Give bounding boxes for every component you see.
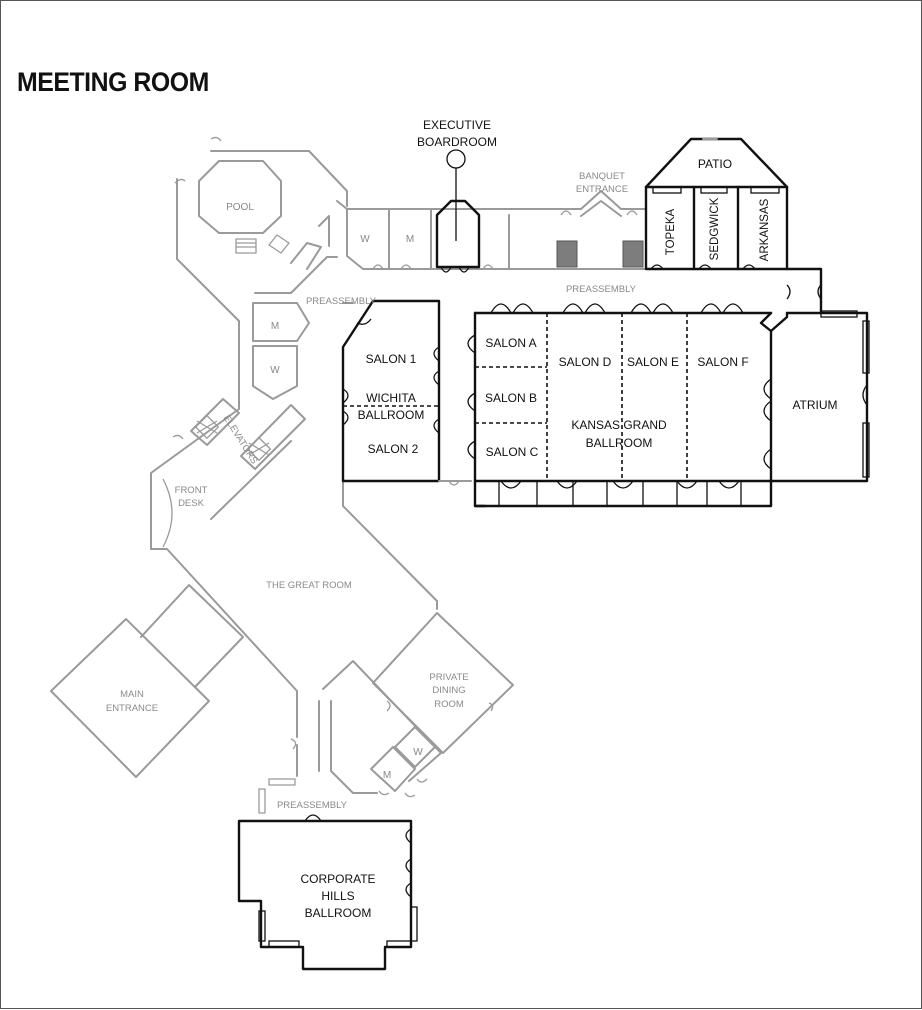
label-main-entrance-2: ENTRANCE (106, 703, 158, 714)
label-wichita-2: BALLROOM (358, 408, 425, 422)
wichita-ballroom-room (341, 299, 472, 486)
corporate-hills-ballroom-room (237, 814, 418, 971)
label-banquet-entrance-1: BANQUET (579, 171, 625, 182)
atrium-room (769, 267, 870, 483)
label-wichita-1: WICHITA (366, 391, 416, 405)
label-corporate-hills-2: HILLS (321, 889, 354, 903)
label-sedgwick: SEDGWICK (709, 197, 721, 260)
label-preassembly-north: PREASSEMBLY (566, 284, 637, 295)
patio-wing (644, 137, 789, 271)
label-restroom-m-west: M (271, 321, 279, 332)
label-great-room: THE GREAT ROOM (266, 580, 352, 591)
label-restroom-w-south: W (413, 747, 423, 758)
label-arkansas: ARKANSAS (759, 198, 771, 261)
label-restroom-w-west: W (270, 365, 280, 376)
label-corporate-hills-3: BALLROOM (305, 906, 372, 920)
label-front-desk-1: FRONT (175, 485, 208, 496)
label-pool: POOL (226, 202, 254, 213)
kansas-grand-ballroom-room (467, 303, 773, 508)
great-room-area (50, 478, 438, 778)
label-private-dining-2: DINING (432, 685, 465, 696)
north-corridor (336, 190, 647, 270)
label-elevators: ELEVATORS (221, 413, 260, 466)
label-salon-d: SALON D (559, 355, 612, 369)
pool-wing (150, 136, 348, 550)
elevator-bank (162, 398, 306, 548)
executive-boardroom-room (435, 149, 481, 273)
label-salon-2: SALON 2 (368, 442, 419, 456)
label-main-entrance-1: MAIN (120, 689, 144, 700)
label-preassembly-west: PREASSEMBLY (306, 296, 377, 307)
label-kansas-grand-2: BALLROOM (586, 436, 653, 450)
label-salon-a: SALON A (485, 336, 536, 350)
label-private-dining-3: ROOM (434, 699, 464, 710)
label-salon-e: SALON E (627, 355, 679, 369)
label-salon-f: SALON F (697, 355, 748, 369)
west-restrooms (252, 302, 354, 400)
page-title: MEETING ROOM (17, 67, 209, 97)
label-preassembly-south: PREASSEMBLY (277, 800, 348, 811)
label-salon-1: SALON 1 (366, 352, 417, 366)
label-banquet-entrance-2: ENTRANCE (576, 184, 628, 195)
label-executive-boardroom-2: BOARDROOM (417, 135, 497, 149)
label-salon-b: SALON B (485, 391, 537, 405)
label-salon-c: SALON C (486, 445, 539, 459)
label-atrium: ATRIUM (792, 398, 837, 412)
label-restroom-w-north: W (360, 234, 370, 245)
label-restroom-m-north: M (406, 234, 414, 245)
label-topeka: TOPEKA (665, 208, 677, 255)
label-private-dining-1: PRIVATE (429, 672, 468, 683)
label-corporate-hills-1: CORPORATE (300, 872, 375, 886)
label-front-desk-2: DESK (178, 498, 205, 509)
label-executive-boardroom-1: EXECUTIVE (423, 118, 491, 132)
private-dining-area (238, 612, 514, 822)
room-labels: EXECUTIVE BOARDROOM PATIO TOPEKA SEDGWIC… (300, 118, 837, 920)
label-kansas-grand-1: KANSAS GRAND (571, 418, 667, 432)
label-patio: PATIO (698, 157, 732, 171)
label-restroom-m-south: M (383, 770, 391, 781)
